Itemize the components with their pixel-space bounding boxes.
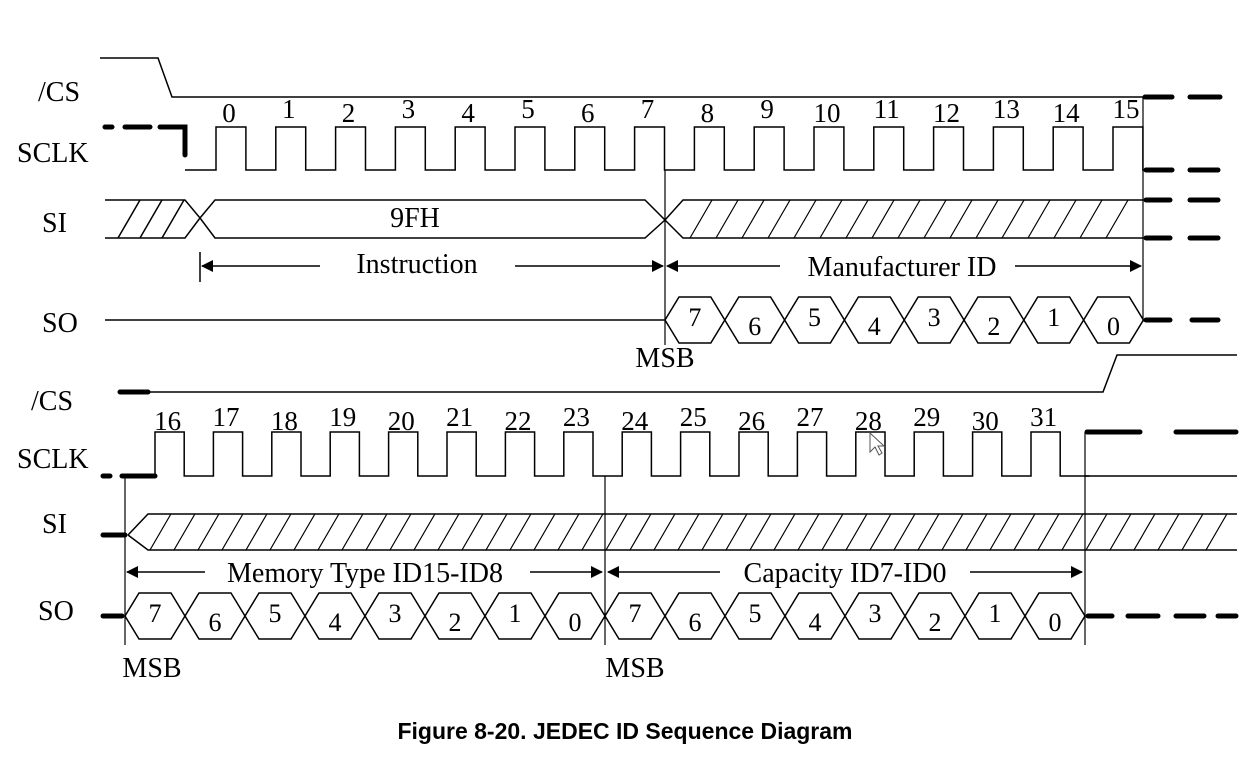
so-memtype-bit-3: 4 [329, 608, 342, 637]
so-bits-top: 7 6 5 4 3 2 1 0 [664, 296, 1145, 344]
clock-number-14: 14 [1053, 98, 1081, 128]
msb-label-bottom-b: MSB [605, 653, 664, 684]
clock-number-5: 5 [521, 94, 535, 124]
si-label-top: SI [42, 208, 67, 239]
so-memtype-bit-2: 5 [269, 599, 282, 628]
so-label-top: SO [42, 308, 78, 339]
clock-numbers-bottom: 16 17 18 19 20 21 22 23 24 25 26 27 28 29 30 31 [154, 402, 1057, 436]
so-top-cell-7 [1082, 296, 1145, 344]
clock-number-15: 15 [1112, 94, 1139, 124]
so-top-bit-2: 5 [808, 303, 821, 332]
clock-number-9: 9 [760, 94, 774, 124]
sclk-label-top: SCLK [17, 138, 89, 169]
cs-label-bottom: /CS [31, 386, 73, 417]
so-bits-bottom-memtype: 7 6 5 4 3 2 1 0 [124, 592, 606, 640]
so-memtype-bit-7: 0 [569, 608, 582, 637]
clock-number-22: 22 [505, 406, 532, 436]
clock-number-24: 24 [621, 406, 649, 436]
mouse-cursor-icon [869, 431, 886, 456]
so-memtype-bit-4: 3 [389, 599, 402, 628]
msb-label-top: MSB [635, 343, 694, 374]
clock-number-31: 31 [1030, 402, 1057, 432]
so-memtype-bit-0: 7 [149, 599, 162, 628]
so-top-bit-5: 2 [987, 312, 1000, 341]
so-top-bit-3: 4 [868, 312, 881, 341]
so-memtype-bit-5: 2 [449, 608, 462, 637]
si-waveform-bottom [100, 513, 1237, 551]
clock-number-25: 25 [680, 402, 707, 432]
so-top-bit-6: 1 [1047, 303, 1060, 332]
clock-number-27: 27 [797, 402, 824, 432]
so-capacity-bit-7: 0 [1049, 608, 1062, 637]
so-capacity-bit-0: 7 [629, 599, 642, 628]
cs-waveform-bottom [150, 354, 1237, 393]
msb-label-bottom-a: MSB [122, 653, 181, 684]
clock-number-16: 16 [154, 406, 181, 436]
manufacturer-id-label: Manufacturer ID [808, 252, 997, 283]
clock-number-28: 28 [855, 406, 882, 436]
clock-number-7: 7 [641, 94, 655, 124]
clock-number-1: 1 [282, 94, 296, 124]
so-capacity-bit-5: 2 [929, 608, 942, 637]
so-memtype-bit-1: 6 [209, 608, 222, 637]
clock-number-11: 11 [874, 94, 900, 124]
clock-number-6: 6 [581, 98, 595, 128]
so-capacity-bit-1: 6 [689, 608, 702, 637]
so-capacity-bit-4: 3 [869, 599, 882, 628]
so-top-bit-1: 6 [748, 312, 761, 341]
clock-number-2: 2 [342, 98, 356, 128]
clock-number-12: 12 [933, 98, 960, 128]
so-capacity-bit-6: 1 [989, 599, 1002, 628]
clock-number-29: 29 [913, 402, 940, 432]
clock-number-8: 8 [701, 98, 715, 128]
clock-number-17: 17 [213, 402, 240, 432]
clock-number-10: 10 [813, 98, 840, 128]
sclk-waveform-bottom [154, 431, 1090, 477]
sclk-label-bottom: SCLK [17, 444, 89, 475]
cs-waveform-top [100, 57, 1143, 98]
figure-caption: Figure 8-20. JEDEC ID Sequence Diagram [397, 718, 853, 744]
cs-label-top: /CS [38, 77, 80, 108]
si-data-9fh: 9FH [390, 203, 440, 234]
capacity-label: Capacity ID7-ID0 [744, 558, 947, 589]
so-top-bit-0: 7 [688, 303, 701, 332]
clock-number-0: 0 [222, 98, 236, 128]
so-label-bottom: SO [38, 596, 74, 627]
so-capacity-bit-2: 5 [749, 599, 762, 628]
clock-number-19: 19 [329, 402, 356, 432]
so-capacity-bit-3: 4 [809, 608, 822, 637]
memory-type-label: Memory Type ID15-ID8 [227, 558, 503, 589]
so-bits-bottom-capacity: 7 6 5 4 3 2 1 0 [604, 592, 1086, 640]
clock-number-18: 18 [271, 406, 298, 436]
clock-number-23: 23 [563, 402, 590, 432]
clock-number-4: 4 [461, 98, 475, 128]
so-top-bit-4: 3 [928, 303, 941, 332]
so-top-bit-7: 0 [1107, 312, 1120, 341]
instruction-label: Instruction [356, 249, 477, 280]
si-waveform-top [105, 199, 1143, 239]
so-memtype-bit-6: 1 [509, 599, 522, 628]
clock-number-21: 21 [446, 402, 473, 432]
clock-number-13: 13 [993, 94, 1020, 124]
so-capacity-cell-7 [1024, 592, 1086, 640]
si-label-bottom: SI [42, 509, 67, 540]
clock-number-30: 30 [972, 406, 999, 436]
clock-number-3: 3 [402, 94, 416, 124]
sclk-idle-dash-top [102, 124, 188, 158]
clock-number-20: 20 [388, 406, 415, 436]
sclk-waveform-top [185, 126, 1173, 171]
clock-number-26: 26 [738, 406, 765, 436]
